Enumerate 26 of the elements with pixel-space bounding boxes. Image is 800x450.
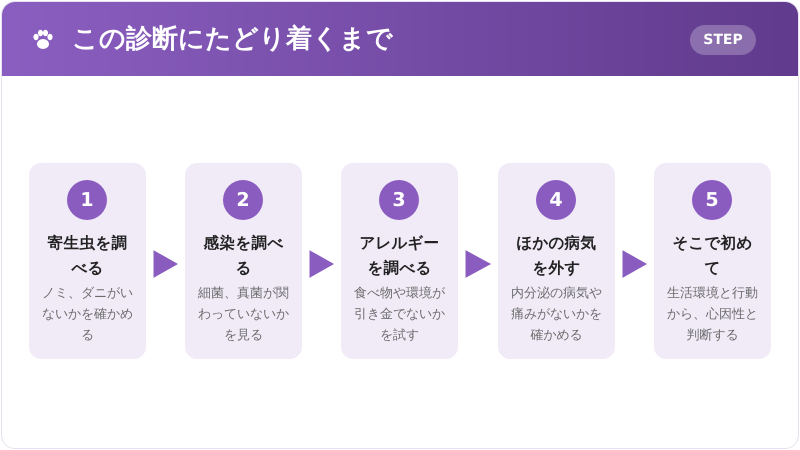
step-card <box>29 163 146 359</box>
step-tag: STEP <box>690 25 756 55</box>
title: この診断にたどり着くまで <box>72 23 393 56</box>
step-number: 2 <box>223 180 263 220</box>
arrow <box>466 250 492 278</box>
step-heading: 感染を調べる <box>202 233 284 279</box>
step-number: 1 <box>67 180 107 220</box>
step-description: 食べ物や環境が引き金でないかを試す <box>353 285 446 345</box>
step-description: 生活環境と行動から、心因性と判断する <box>666 285 759 345</box>
step-card <box>498 163 615 359</box>
step-description: 内分泌の病気や痛みがないかを確かめる <box>510 285 603 345</box>
arrow <box>622 250 648 278</box>
step-heading: ほかの病気を外す <box>516 233 598 279</box>
step-heading: 寄生虫を調べる <box>46 233 128 279</box>
step-number: 5 <box>692 180 732 220</box>
arrow <box>310 250 334 278</box>
step-number: 3 <box>379 180 419 220</box>
step-heading: そこで初めて <box>672 233 754 279</box>
step-card <box>341 163 458 359</box>
step-description: 細菌、真菌が関わっていないかを見る <box>197 285 290 345</box>
step-heading: アレルギーを調べる <box>358 233 440 279</box>
step-card <box>654 163 771 359</box>
step-number: 4 <box>536 180 576 220</box>
arrow <box>154 250 178 278</box>
step-card <box>185 163 302 359</box>
step-description: ノミ、ダニがいないかを確かめる <box>41 285 134 345</box>
